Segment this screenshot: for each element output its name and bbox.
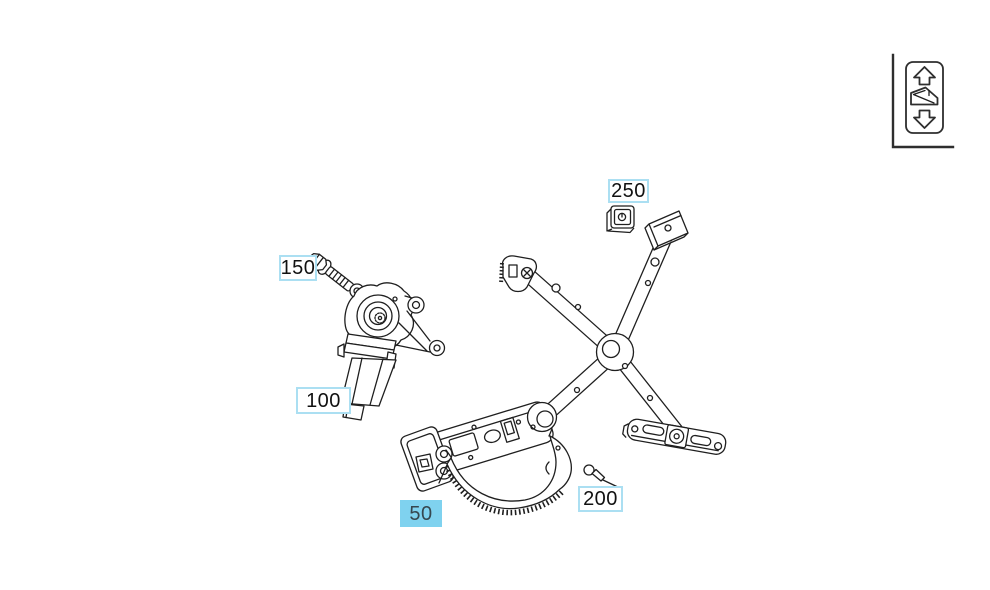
legend-corner-frame xyxy=(891,53,955,149)
down-arrow-icon xyxy=(913,109,936,129)
rail-roller xyxy=(669,428,685,444)
carrier-end-block xyxy=(400,426,454,492)
callout-100[interactable]: 100 xyxy=(296,387,351,414)
up-arrow-icon xyxy=(913,66,936,86)
part-group-legend[interactable] xyxy=(891,53,955,149)
motor-mount-lobe xyxy=(407,296,425,314)
pivot-hub xyxy=(595,332,635,372)
callout-250[interactable]: 250 xyxy=(608,179,649,203)
callout-150[interactable]: 150 xyxy=(279,255,317,281)
slider-rail xyxy=(622,418,727,455)
motor-spline-shaft xyxy=(374,312,386,324)
part-250-clip[interactable] xyxy=(606,205,635,234)
part-50-window-regulator[interactable] xyxy=(399,210,727,516)
mounting-plate xyxy=(644,210,689,251)
drive-boss xyxy=(526,401,558,433)
callout-50-selected[interactable]: 50 xyxy=(400,500,442,527)
door-window-icon xyxy=(910,86,939,106)
part-100-window-lifter-motor[interactable] xyxy=(337,282,446,421)
callout-200[interactable]: 200 xyxy=(578,486,623,512)
sector-gear xyxy=(438,428,572,516)
motor-mount-lobe xyxy=(428,339,446,357)
guide-bracket xyxy=(499,255,538,293)
